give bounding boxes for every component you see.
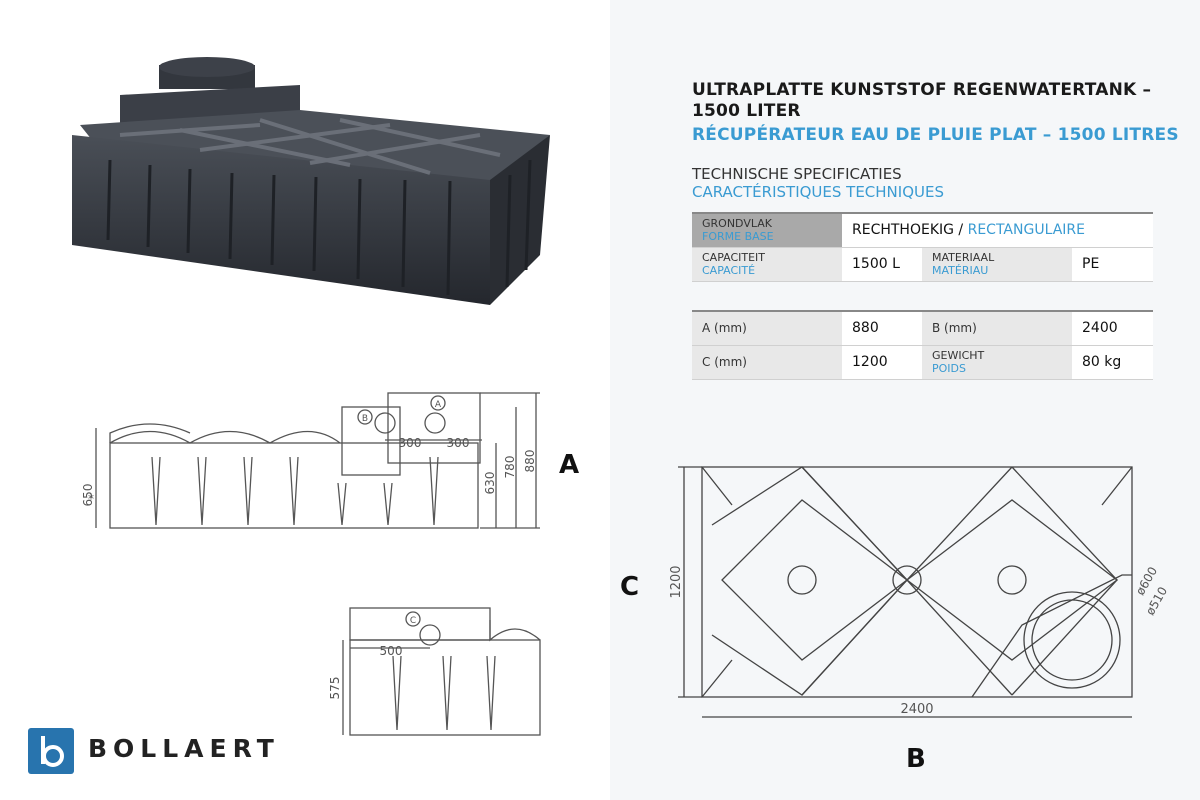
gewicht-value: 80 kg bbox=[1072, 345, 1153, 380]
dim-575: 575 bbox=[328, 677, 342, 700]
c-value: 1200 bbox=[842, 345, 922, 380]
gewicht-header: GEWICHT POIDS bbox=[922, 345, 1072, 380]
grondvlak-label-fr: FORME BASE bbox=[702, 230, 774, 244]
bollaert-logo-icon bbox=[28, 728, 74, 774]
grondvlak-label-nl: GRONDVLAK bbox=[702, 217, 772, 231]
capaciteit-label-fr: CAPACITÉ bbox=[702, 264, 756, 277]
drawing-b: 2400 1200 ø600 ø510 bbox=[669, 466, 1170, 718]
tank-photo bbox=[72, 57, 550, 305]
dim-300-right: 300 bbox=[447, 436, 470, 450]
circle-label-b: B bbox=[362, 414, 368, 424]
dim-630: 630 bbox=[483, 472, 497, 495]
spec-table-2: A (mm) 880 B (mm) 2400 C (mm) 1200 GEWIC… bbox=[692, 310, 1153, 380]
c-header: C (mm) bbox=[692, 345, 842, 380]
circle-label-a: A bbox=[435, 400, 442, 410]
spec-heading-fr: CARACTÉRISTIQUES TECHNIQUES bbox=[692, 183, 944, 201]
drawing-a: 650 * 630 780 880 300 300 B A bbox=[81, 392, 540, 529]
dim-500: 500 bbox=[380, 644, 403, 658]
label-c: C bbox=[620, 572, 640, 602]
dim-1200: 1200 bbox=[669, 565, 684, 598]
b-header: B (mm) bbox=[922, 311, 1072, 346]
label-b: B bbox=[906, 744, 926, 774]
circle-label-c: C bbox=[410, 616, 416, 626]
grondvlak-value-fr: RECTANGULAIRE bbox=[967, 222, 1085, 239]
materiaal-header: MATERIAAL MATÉRIAU bbox=[922, 247, 1072, 282]
dim-300-left: 300 bbox=[399, 436, 422, 450]
label-a: A bbox=[559, 450, 580, 480]
dim-2400: 2400 bbox=[900, 702, 933, 717]
grondvlak-separator: / bbox=[953, 222, 968, 239]
dim-780: 780 bbox=[503, 456, 517, 479]
dim-650: 650 bbox=[81, 484, 95, 507]
brand-name: BOLLAERT bbox=[88, 734, 280, 763]
materiaal-value: PE bbox=[1072, 247, 1153, 282]
gewicht-label-nl: GEWICHT bbox=[932, 349, 985, 362]
title-nl: ULTRAPLATTE KUNSTSTOF REGENWATERTANK – 1… bbox=[692, 80, 1152, 121]
capaciteit-label-nl: CAPACITEIT bbox=[702, 251, 766, 264]
drawing-c: 500 575 C bbox=[328, 607, 541, 736]
title-fr: RÉCUPÉRATEUR EAU DE PLUIE PLAT – 1500 LI… bbox=[692, 125, 1179, 145]
a-value: 880 bbox=[842, 311, 922, 346]
a-header: A (mm) bbox=[692, 311, 842, 346]
spec-heading-nl: TECHNISCHE SPECIFICATIES bbox=[692, 165, 902, 183]
gewicht-label-fr: POIDS bbox=[932, 362, 966, 375]
grondvlak-value-nl: RECHTHOEKIG bbox=[852, 222, 954, 239]
capaciteit-header: CAPACITEIT CAPACITÉ bbox=[692, 247, 842, 282]
dim-880: 880 bbox=[523, 450, 537, 473]
grondvlak-value: RECHTHOEKIG / RECTANGULAIRE bbox=[842, 213, 1153, 248]
spec-table-1: GRONDVLAK FORME BASE RECHTHOEKIG / RECTA… bbox=[692, 212, 1153, 282]
capaciteit-value: 1500 L bbox=[842, 247, 922, 282]
materiaal-label-nl: MATERIAAL bbox=[932, 251, 995, 264]
b-value: 2400 bbox=[1072, 311, 1153, 346]
dim-star: * bbox=[88, 492, 94, 506]
grondvlak-header: GRONDVLAK FORME BASE bbox=[692, 213, 842, 248]
materiaal-label-fr: MATÉRIAU bbox=[932, 264, 989, 277]
